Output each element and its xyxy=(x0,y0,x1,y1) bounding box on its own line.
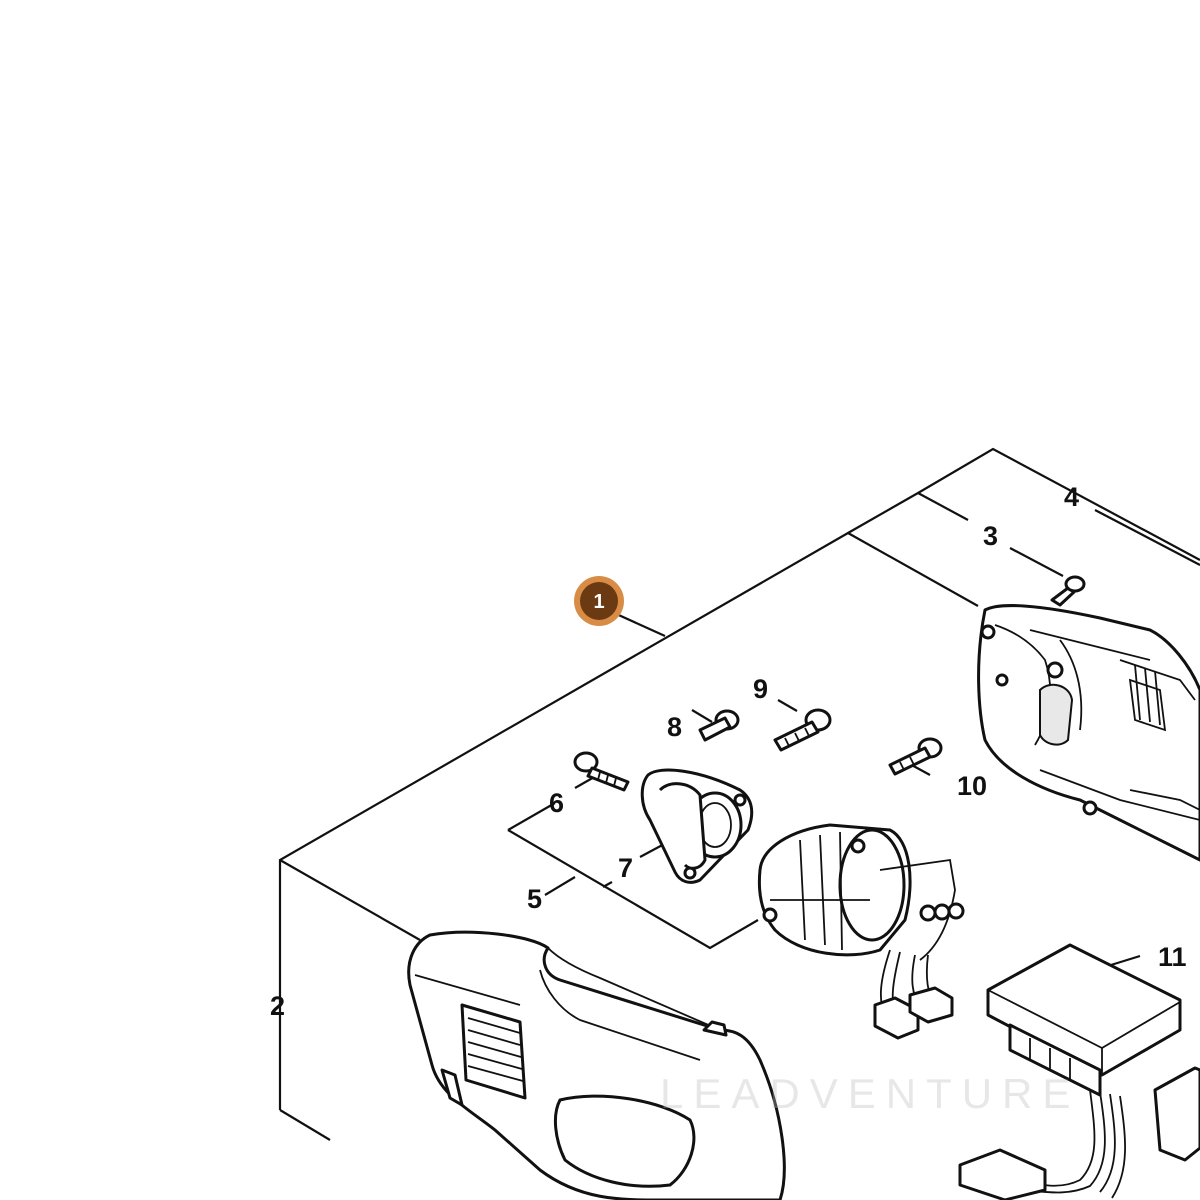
watermark-text: LEADVENTURE xyxy=(660,1070,1080,1117)
screw-6[interactable] xyxy=(573,751,630,792)
screw-8[interactable] xyxy=(698,709,740,742)
assembly-frame xyxy=(278,447,1200,1141)
bearing-flange[interactable] xyxy=(640,768,754,884)
screw-9[interactable] xyxy=(773,708,832,752)
callout-5: 5 xyxy=(527,884,542,914)
housing-shell[interactable] xyxy=(407,930,786,1200)
motor-carrier[interactable] xyxy=(977,604,1200,862)
callout-3: 3 xyxy=(983,521,998,551)
callout-4: 4 xyxy=(1064,482,1079,512)
callout-9: 9 xyxy=(753,674,768,704)
callout-8: 8 xyxy=(667,712,682,742)
screw-3[interactable] xyxy=(1050,575,1086,607)
callout-labels: 2 3 4 5 6 7 8 9 10 11 xyxy=(270,482,1187,1021)
screw-10[interactable] xyxy=(888,737,943,776)
badge-core xyxy=(580,582,618,620)
wire-ferrules xyxy=(919,902,965,922)
callout-7: 7 xyxy=(618,853,633,883)
callout-2: 2 xyxy=(270,991,285,1021)
callout-1: 1 xyxy=(593,591,604,613)
vent-grille xyxy=(460,1003,527,1100)
callout-6: 6 xyxy=(549,788,564,818)
callout-11: 11 xyxy=(1158,942,1187,972)
electronics-module[interactable] xyxy=(958,943,1200,1200)
callout-10: 10 xyxy=(957,771,987,801)
callout-1-badge[interactable]: 1 xyxy=(574,576,624,626)
electric-motor[interactable] xyxy=(757,823,965,1040)
motor-connectors xyxy=(873,986,954,1040)
